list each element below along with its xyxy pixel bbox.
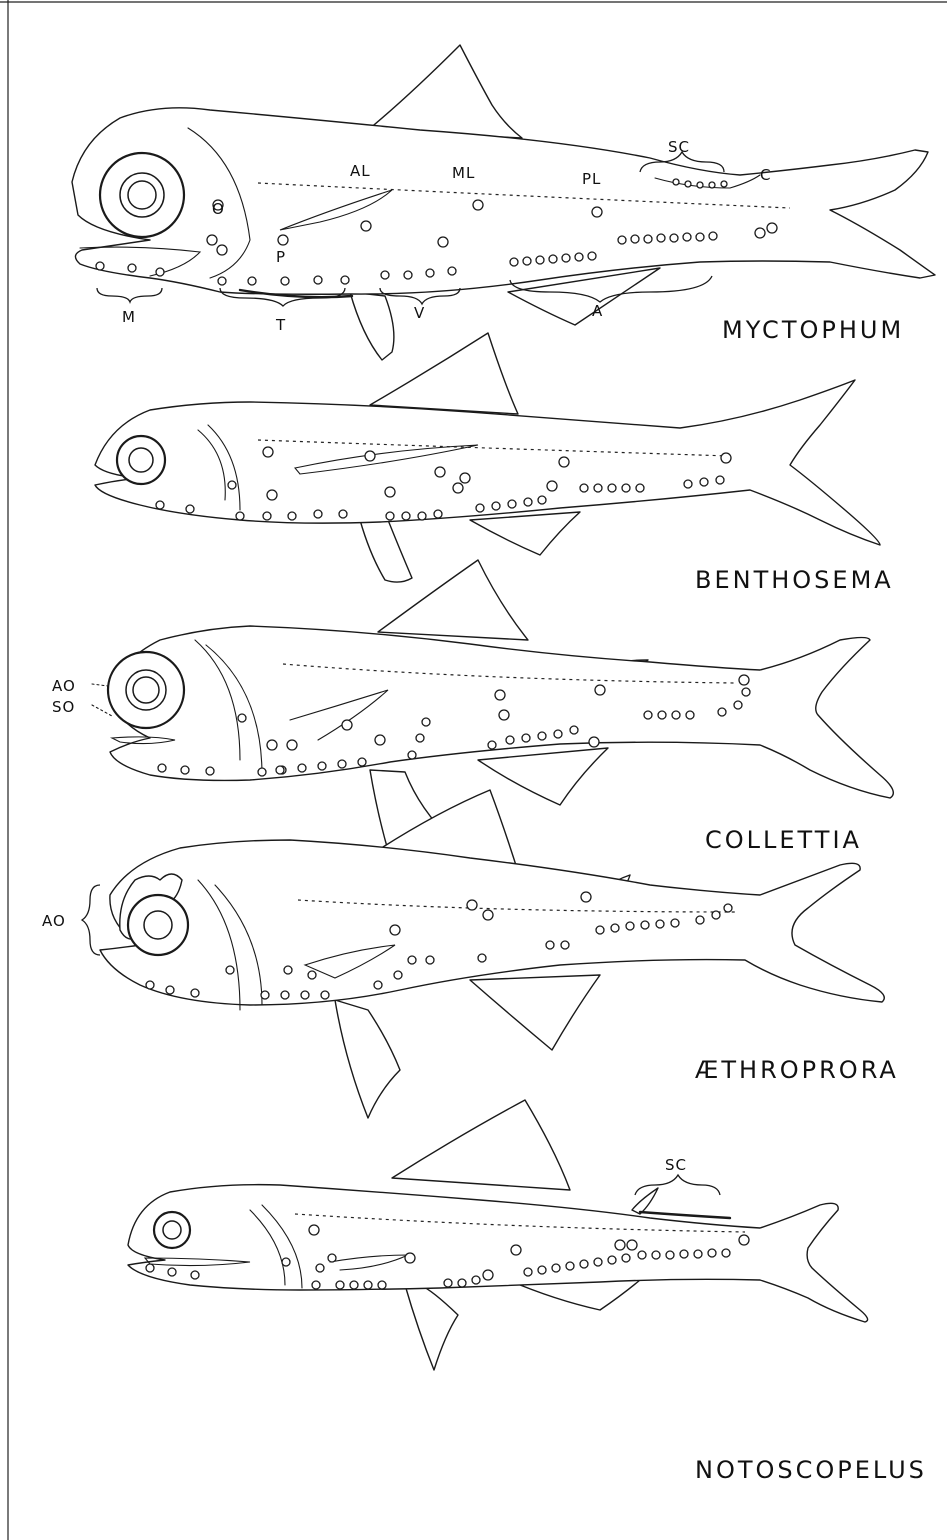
pectoral-pelvic-fin [350, 292, 394, 360]
species-name-3: COLLETTIA [705, 826, 862, 854]
ao-bracket [82, 885, 100, 955]
dorsal-fin [392, 1100, 570, 1190]
caudal-gland [640, 1212, 730, 1218]
anal-fin [470, 975, 600, 1050]
pelvic-fin [360, 520, 412, 582]
species-name-2: BENTHOSEMA [695, 566, 894, 594]
label-ao: AO [52, 677, 76, 695]
label-al: AL [350, 162, 371, 180]
eye-pupil [144, 911, 172, 939]
label-pl: PL [582, 170, 601, 188]
fish-benthosema: BENTHOSEMA [95, 333, 894, 594]
label-p: P [276, 248, 286, 266]
label-ao-2: AO [42, 912, 66, 930]
pelvic-fin [405, 1285, 458, 1370]
species-name-1: MYCTOPHUM [722, 316, 904, 344]
species-name-5: NOTOSCOPELUS [695, 1456, 927, 1484]
label-c: C [760, 166, 771, 184]
species-name-4: ÆTHROPRORA [695, 1056, 899, 1084]
eye-iris [128, 181, 156, 209]
eye-pupil [129, 448, 153, 472]
label-ml: ML [452, 164, 475, 182]
anal-fin [470, 512, 580, 555]
eye-iris [133, 677, 159, 703]
label-m: M [122, 308, 136, 326]
body-outline [128, 1185, 868, 1322]
label-t: T [275, 316, 286, 334]
dorsal-fin [368, 45, 522, 138]
anal-fin [478, 748, 608, 805]
sc-bracket [635, 1175, 720, 1195]
label-v: V [414, 304, 425, 322]
label-sc-2: SC [665, 1156, 687, 1174]
eye-pupil [163, 1221, 181, 1239]
pelvic-fin [335, 1000, 400, 1118]
label-so: SO [52, 698, 75, 716]
fish-notoscopelus: SC NOTOSCOPELUS [128, 1100, 927, 1484]
label-sc: SC [668, 138, 690, 156]
label-o: O [212, 200, 225, 218]
fish-myctophum: AL ML PL SC C O P M T V A MYCTOPHUM [72, 45, 935, 360]
label-a: A [592, 302, 603, 320]
